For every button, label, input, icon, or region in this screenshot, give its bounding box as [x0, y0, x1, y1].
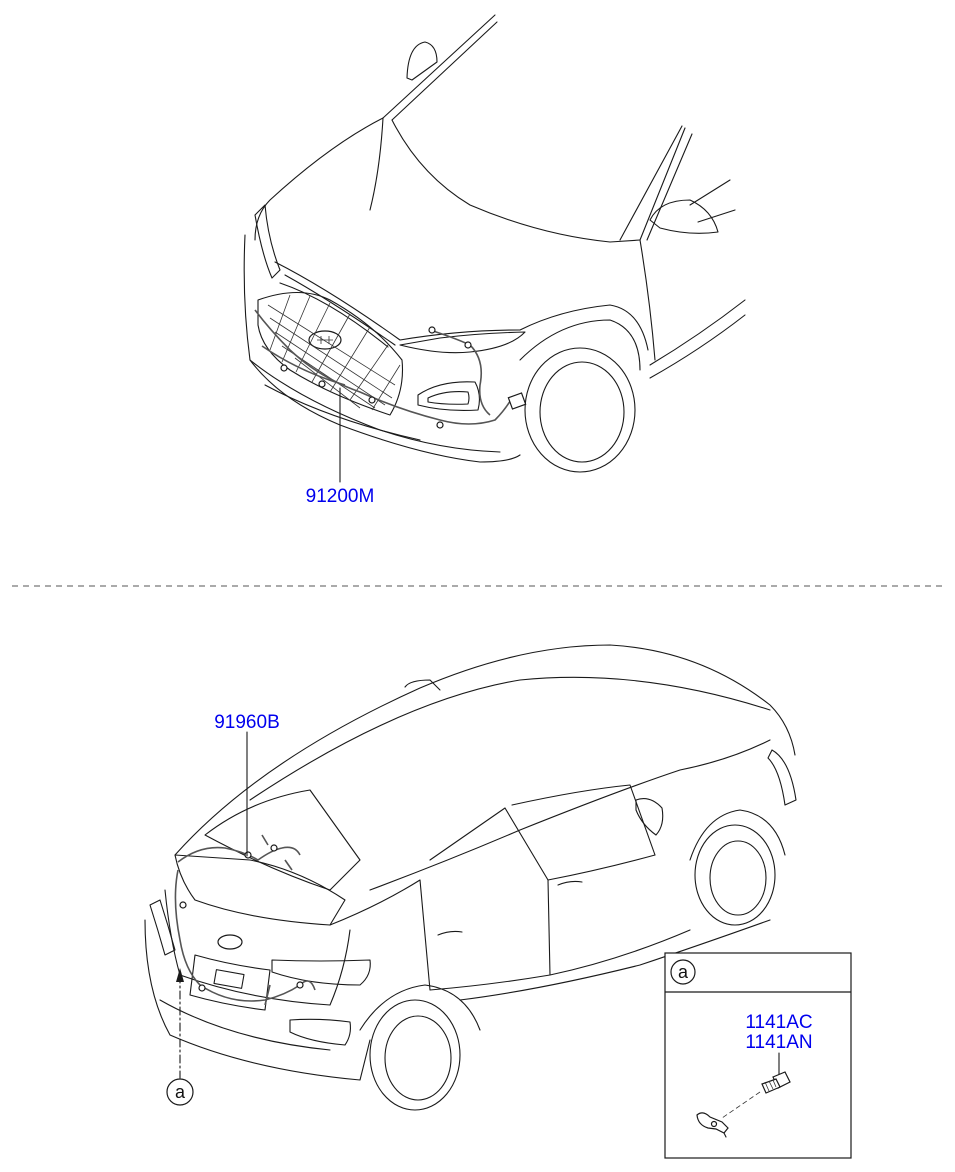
- rear-harness-callout: 91960B: [214, 712, 280, 857]
- bolt-part-number-2[interactable]: 1141AN: [745, 1032, 812, 1053]
- front-grille-mesh: [267, 294, 401, 411]
- rear-harness-part-number[interactable]: 91960B: [214, 712, 280, 733]
- detail-box: a 1141AC 1141AN: [664, 952, 852, 1159]
- rear-vehicle-illustration: [144, 644, 797, 1111]
- bolt-part-number-1[interactable]: 1141AC: [745, 1012, 812, 1033]
- front-vehicle-illustration: [243, 14, 746, 473]
- detail-reference-letter: a: [175, 1082, 186, 1102]
- detail-box-letter: a: [678, 962, 689, 982]
- rear-wiring-harness: [174, 834, 316, 1006]
- detail-reference-callout: a: [166, 968, 194, 1106]
- front-harness-part-number[interactable]: 91200M: [306, 486, 375, 507]
- bracket-icon: [696, 1112, 729, 1138]
- front-wiring-harness: [254, 309, 527, 429]
- bolt-icon: [761, 1071, 791, 1094]
- front-harness-callout: 91200M: [306, 387, 375, 507]
